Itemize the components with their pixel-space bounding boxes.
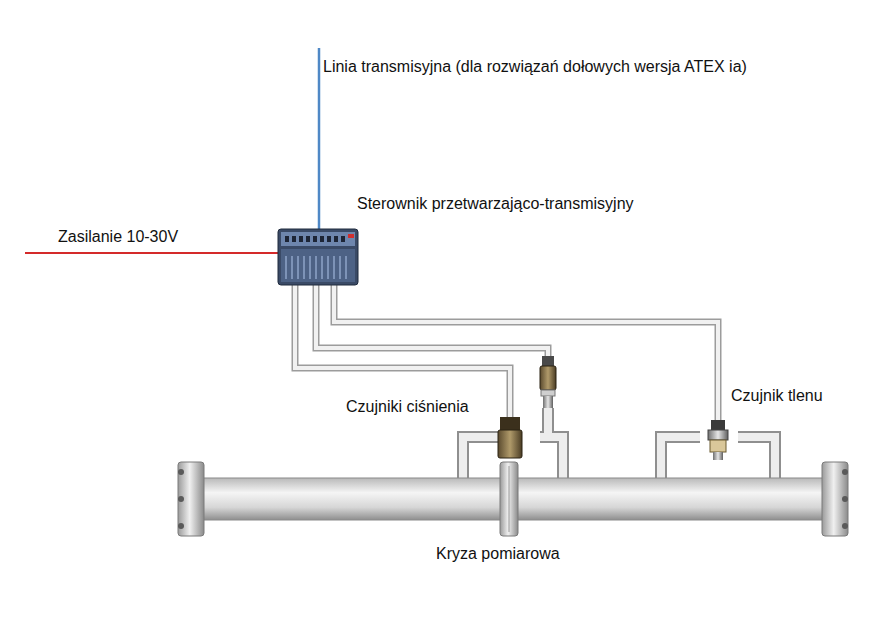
sensor-label: Czujniki ciśnienia xyxy=(346,397,469,416)
power-label: Zasilanie 10-30V xyxy=(58,227,178,246)
line-label: Linia transmisyjna (dla rozwiązań dołowy… xyxy=(323,57,747,76)
sensor-label: Czujnik tlenu xyxy=(731,386,823,405)
part-label: Kryza pomiarowa xyxy=(436,544,560,563)
controller-device xyxy=(278,229,358,285)
device-label: Sterownik przetwarzająco-transmisyjny xyxy=(357,194,634,213)
pressure-sensor xyxy=(498,417,522,458)
transmission-line xyxy=(318,48,321,232)
pressure-sensor xyxy=(540,356,556,408)
power-line xyxy=(25,252,279,254)
sensor-cables xyxy=(295,284,718,422)
measuring-pipe xyxy=(178,462,848,536)
oxygen-sensor xyxy=(708,420,728,460)
orifice-plate xyxy=(500,462,518,536)
